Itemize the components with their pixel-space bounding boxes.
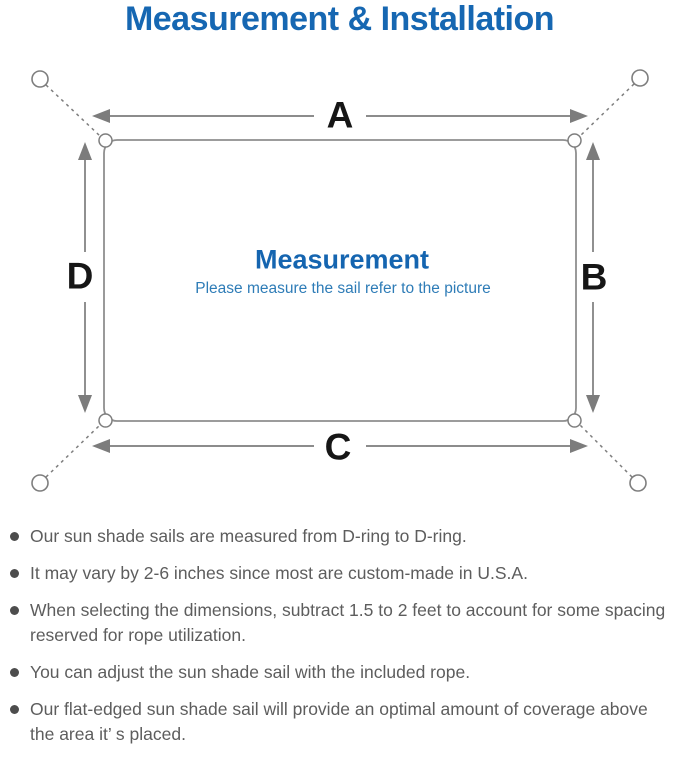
anchor-ring-top-right bbox=[631, 69, 649, 87]
rope-top-right bbox=[579, 83, 635, 137]
page-title: Measurement & Installation bbox=[124, 0, 555, 38]
diagram-center-subtitle: Please measure the sail refer to the pic… bbox=[195, 280, 491, 297]
list-item: Our flat-edged sun shade sail will provi… bbox=[10, 697, 672, 747]
dimension-arrow-a bbox=[92, 109, 588, 123]
d-ring-top-left bbox=[98, 133, 113, 148]
d-ring-bottom-right bbox=[567, 413, 582, 428]
note-text: Our flat-edged sun shade sail will provi… bbox=[30, 699, 648, 744]
bullet-dot-icon bbox=[10, 532, 19, 541]
bullet-dot-icon bbox=[10, 606, 19, 615]
dimension-arrow-d bbox=[78, 142, 92, 413]
rope-top-left bbox=[45, 84, 101, 137]
d-ring-bottom-left bbox=[98, 413, 113, 428]
anchor-rings bbox=[31, 69, 649, 492]
bullet-dot-icon bbox=[10, 668, 19, 677]
list-item: You can adjust the sun shade sail with t… bbox=[10, 660, 672, 685]
note-text: You can adjust the sun shade sail with t… bbox=[30, 662, 471, 682]
measurement-diagram: A B C D Measurement Please measure the s… bbox=[31, 69, 649, 492]
anchor-ring-bottom-right bbox=[629, 474, 647, 492]
list-item: Our sun shade sails are measured from D-… bbox=[10, 524, 672, 549]
note-text: Our sun shade sails are measured from D-… bbox=[30, 526, 467, 546]
rope-bottom-left bbox=[45, 424, 101, 478]
note-text: When selecting the dimensions, subtract … bbox=[30, 600, 666, 645]
list-item: It may vary by 2-6 inches since most are… bbox=[10, 561, 672, 586]
diagram-center-title: Measurement bbox=[254, 244, 430, 275]
dimension-label-b: B bbox=[580, 256, 608, 298]
anchor-ring-bottom-left bbox=[31, 474, 49, 492]
shade-sail-rectangle bbox=[103, 139, 577, 422]
anchor-ring-top-left bbox=[31, 70, 49, 88]
dimension-label-a: A bbox=[326, 94, 354, 136]
dimension-label-d: D bbox=[66, 255, 94, 297]
rope-dashed-lines bbox=[45, 83, 635, 478]
dimension-label-c: C bbox=[324, 426, 352, 468]
bullet-dot-icon bbox=[10, 569, 19, 578]
bullet-dot-icon bbox=[10, 705, 19, 714]
sail-measurement-drawing bbox=[31, 69, 649, 492]
measurement-notes-list: Our sun shade sails are measured from D-… bbox=[10, 524, 672, 759]
d-ring-top-right bbox=[567, 133, 582, 148]
dimension-arrow-b bbox=[586, 142, 600, 413]
dimension-arrows bbox=[78, 109, 600, 453]
dimension-arrow-c bbox=[92, 439, 588, 453]
note-text: It may vary by 2-6 inches since most are… bbox=[30, 563, 528, 583]
list-item: When selecting the dimensions, subtract … bbox=[10, 598, 672, 648]
sail-corner-d-rings bbox=[98, 133, 582, 428]
rope-bottom-right bbox=[579, 424, 633, 478]
